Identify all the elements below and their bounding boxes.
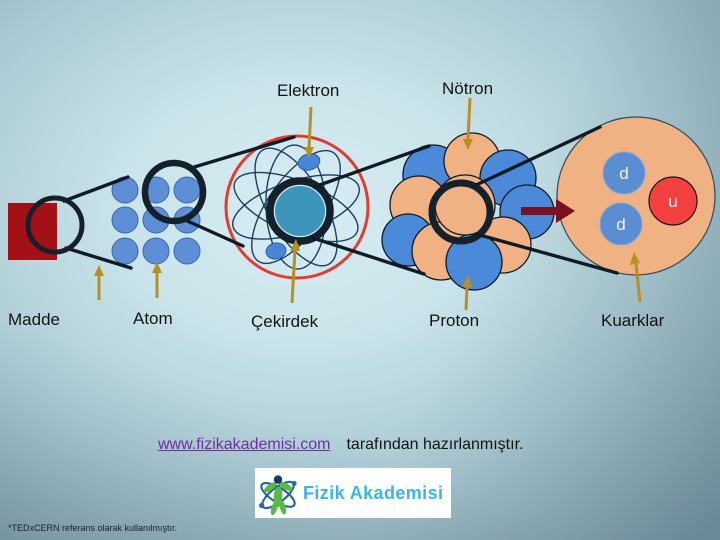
quark-u-label: u [668,192,677,211]
atom-grid-loupe-ring [141,159,207,225]
quark-d-label: d [616,215,625,234]
zoom-right-arrow [521,199,575,223]
electron-dot [297,153,321,171]
cekirdek-arrowhead [290,239,300,251]
zoom-line [64,246,133,270]
kuarklar-arrowhead [630,252,640,265]
label-proton: Proton [429,311,480,330]
footnote: *TEDxCERN referans olarak kullanılmıştır… [8,523,178,533]
atom-model [224,134,370,280]
quark-u-circle [648,176,698,226]
quark-d-label: d [619,164,628,183]
atom-boundary-circle [224,134,370,280]
madde-arrowhead [94,265,104,276]
nucleus-circle [275,186,325,236]
zoom-line [62,175,130,203]
notron-arrowhead [463,139,473,150]
atom-circle [173,176,201,204]
cekirdek-arrow [290,249,297,304]
label-atom: Atom [133,309,173,328]
label-kuarklar: Kuarklar [601,311,665,330]
elektron-arrowhead [304,147,314,158]
zoom-line [472,125,602,188]
fizik-akademisi-logo-icon [259,475,297,516]
label-cekirdek: Çekirdek [251,312,319,331]
zoom-cone-lines [62,125,619,276]
notron-arrow [466,97,472,141]
zoom-line [312,144,431,189]
proton-arrowhead [462,275,472,287]
atom-circle [173,237,201,265]
atom-arrowhead [152,262,162,273]
credit-line: www.fizikakademisi.com tarafından hazırla… [158,436,523,454]
kuarklar-arrow [634,263,642,303]
proton-arrow [464,285,469,311]
quark-d-circle [599,202,643,246]
electron-dot [265,242,287,260]
logo-text: Fizik Akademisi [303,482,444,503]
zoom-line [311,236,426,276]
pointer-arrows [94,97,642,311]
zoom-line [189,135,296,170]
nucleus-cluster [381,132,555,291]
atom-circle [142,237,170,265]
cluster-loupe-ring [428,179,494,245]
atom-circle [111,206,139,234]
matter-loupe-ring [25,195,85,255]
credit-text: tarafından hazırlanmıştır. [346,436,524,453]
label-elektron: Elektron [277,81,340,100]
label-notron: Nötron [442,79,494,98]
atom-circle [111,237,139,265]
elektron-arrow [307,106,313,149]
website-link[interactable]: www.fizikakademisi.com [158,436,331,453]
zoom-line [181,217,245,248]
zoom-line [474,232,619,275]
quark-view: d d u [556,116,716,276]
logo: Fizik Akademisi [255,468,451,518]
label-madde: Madde [8,310,60,329]
quark-d-circle [602,151,646,195]
